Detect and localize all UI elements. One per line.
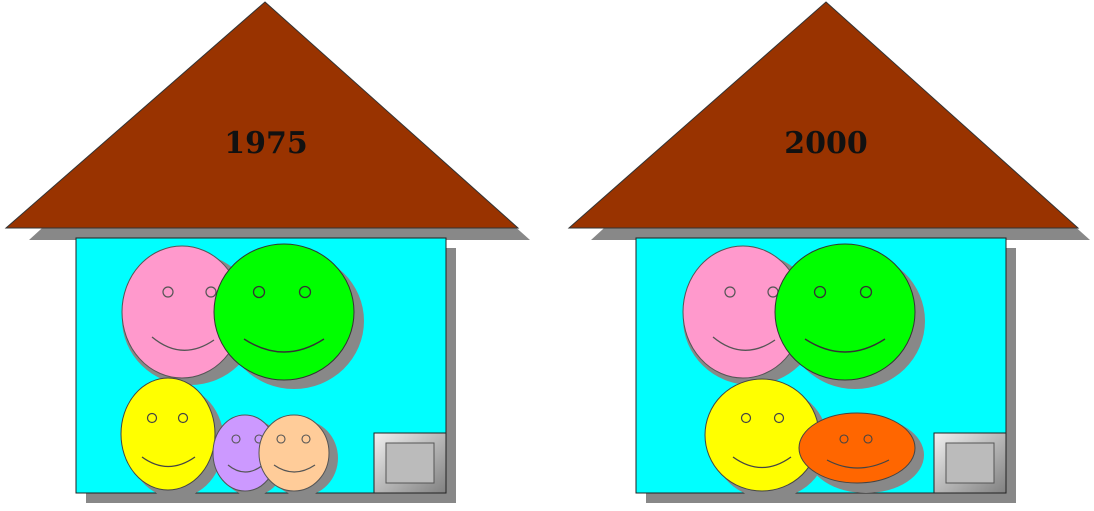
- window: [934, 433, 1006, 493]
- window: [374, 433, 446, 493]
- roof: [6, 2, 518, 228]
- year-label: 2000: [784, 126, 868, 161]
- roof: [569, 2, 1078, 228]
- year-label: 1975: [224, 126, 308, 161]
- house-1975: 1975: [6, 2, 530, 503]
- house-2000: 2000: [569, 2, 1090, 503]
